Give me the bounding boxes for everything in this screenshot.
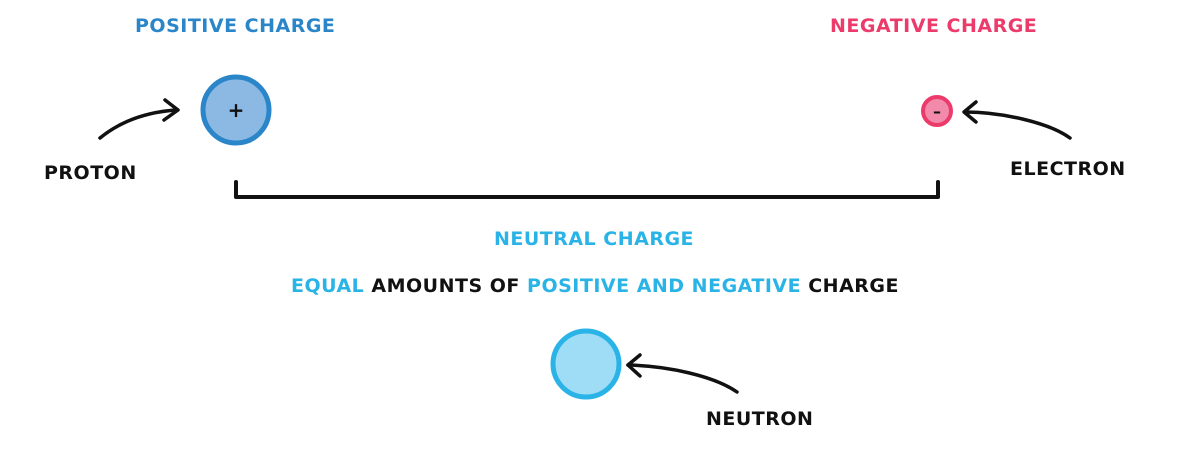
proton-particle: + bbox=[200, 74, 272, 146]
electron-arrow bbox=[962, 100, 1072, 140]
electron-circle bbox=[921, 95, 953, 127]
neutral-bracket bbox=[234, 180, 940, 199]
proton-circle bbox=[200, 74, 272, 146]
proton-label: PROTON bbox=[44, 162, 137, 184]
electron-minus-symbol: – bbox=[933, 102, 941, 121]
electron-label: ELECTRON bbox=[1010, 158, 1126, 180]
neutron-label: NEUTRON bbox=[706, 408, 814, 430]
electron-particle: – bbox=[921, 95, 953, 127]
neutron-circle bbox=[550, 328, 622, 400]
proton-plus-symbol: + bbox=[228, 98, 245, 122]
neutral-definition: EQUAL AMOUNTS OF POSITIVE AND NEGATIVE C… bbox=[0, 277, 1178, 296]
neutron-arrow bbox=[626, 353, 739, 394]
definition-amounts-of: AMOUNTS OF bbox=[371, 275, 520, 297]
neutral-charge-label: NEUTRAL CHARGE bbox=[493, 228, 695, 250]
definition-positive-and-negative: POSITIVE AND NEGATIVE bbox=[527, 275, 802, 297]
negative-charge-label: NEGATIVE CHARGE bbox=[830, 15, 1038, 37]
definition-charge: CHARGE bbox=[808, 275, 899, 297]
proton-arrow bbox=[98, 98, 180, 140]
definition-equal: EQUAL bbox=[291, 275, 365, 297]
positive-charge-label: POSITIVE CHARGE bbox=[135, 15, 336, 37]
